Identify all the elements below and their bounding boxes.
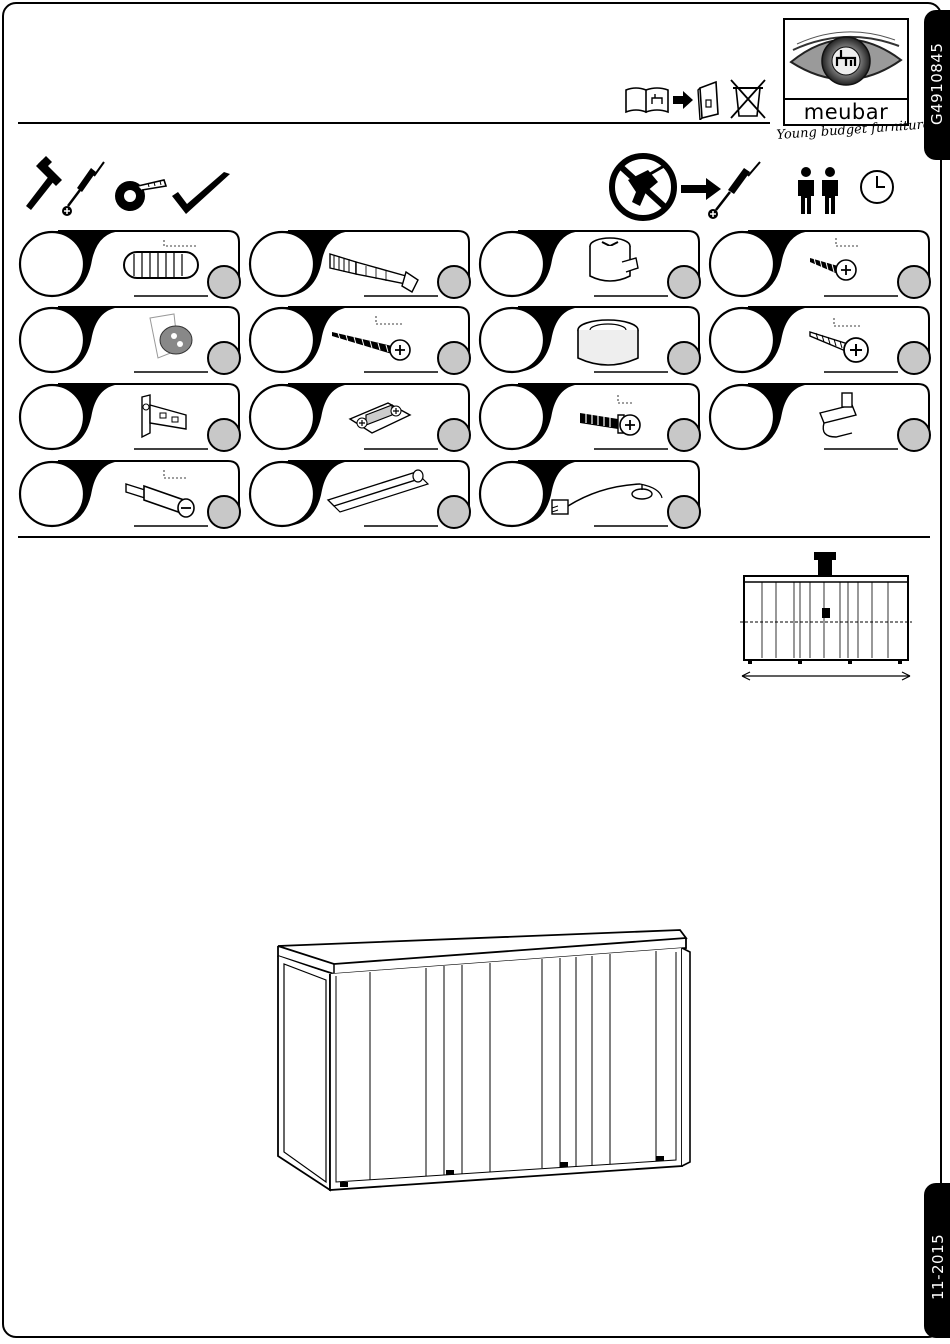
document-code: G4910845 [928,43,946,125]
mounting-plate-icon [348,389,468,449]
long-screw-icon [330,314,450,374]
part-card-led-light-bar [248,460,470,528]
eye-icon [785,20,907,98]
set-square-icon [170,170,232,216]
clock-icon [858,168,896,206]
document-date: 11-2015 [929,1234,947,1300]
binder-icon [696,80,722,120]
sideboard-cabinet-illustration [270,926,696,1196]
connector-bolt-icon [124,466,244,526]
part-card-mounting-plate [248,383,470,451]
wooden-dowel-icon [122,240,242,300]
part-card-connector-bolt [18,460,240,528]
shelf-support-icon [816,389,936,449]
part-card-long-screw [248,306,470,374]
part-card-cam-lock [478,230,700,298]
part-card-euro-screw [478,383,700,451]
phillips-screwdriver-icon [60,160,108,218]
part-card-cam-bolt [248,230,470,298]
arrow-right-icon [672,90,694,110]
tape-measure-icon [112,176,168,214]
header-divider [18,122,770,124]
brand-logo: meubar [783,18,909,126]
part-card-wood-screw [708,306,930,374]
open-manual-icon [624,84,670,114]
short-screw-icon [808,236,928,296]
cam-bolt-icon [326,240,446,300]
wood-screw-icon [808,316,928,376]
plastic-foot-icon [576,316,696,376]
no-power-drill-icon [608,152,678,222]
cabinet-dimensions-view [738,550,914,684]
part-card-hinge [18,383,240,451]
part-card-plastic-foot [478,306,700,374]
led-light-bar-icon [326,464,446,524]
hinge-icon [136,389,256,449]
power-adapter-icon [550,472,670,532]
part-card-wooden-dowel [18,230,240,298]
no-disposal-icon [728,78,768,120]
part-card-glide-pad [18,306,240,374]
euro-screw-icon [578,391,698,451]
cam-lock-icon [586,232,706,292]
part-card-short-screw [708,230,930,298]
part-card-power-adapter [478,460,700,528]
parts-divider [18,536,930,538]
screwdriver-icon [704,160,762,222]
two-persons-icon [794,166,842,216]
part-card-shelf-support [708,383,930,451]
